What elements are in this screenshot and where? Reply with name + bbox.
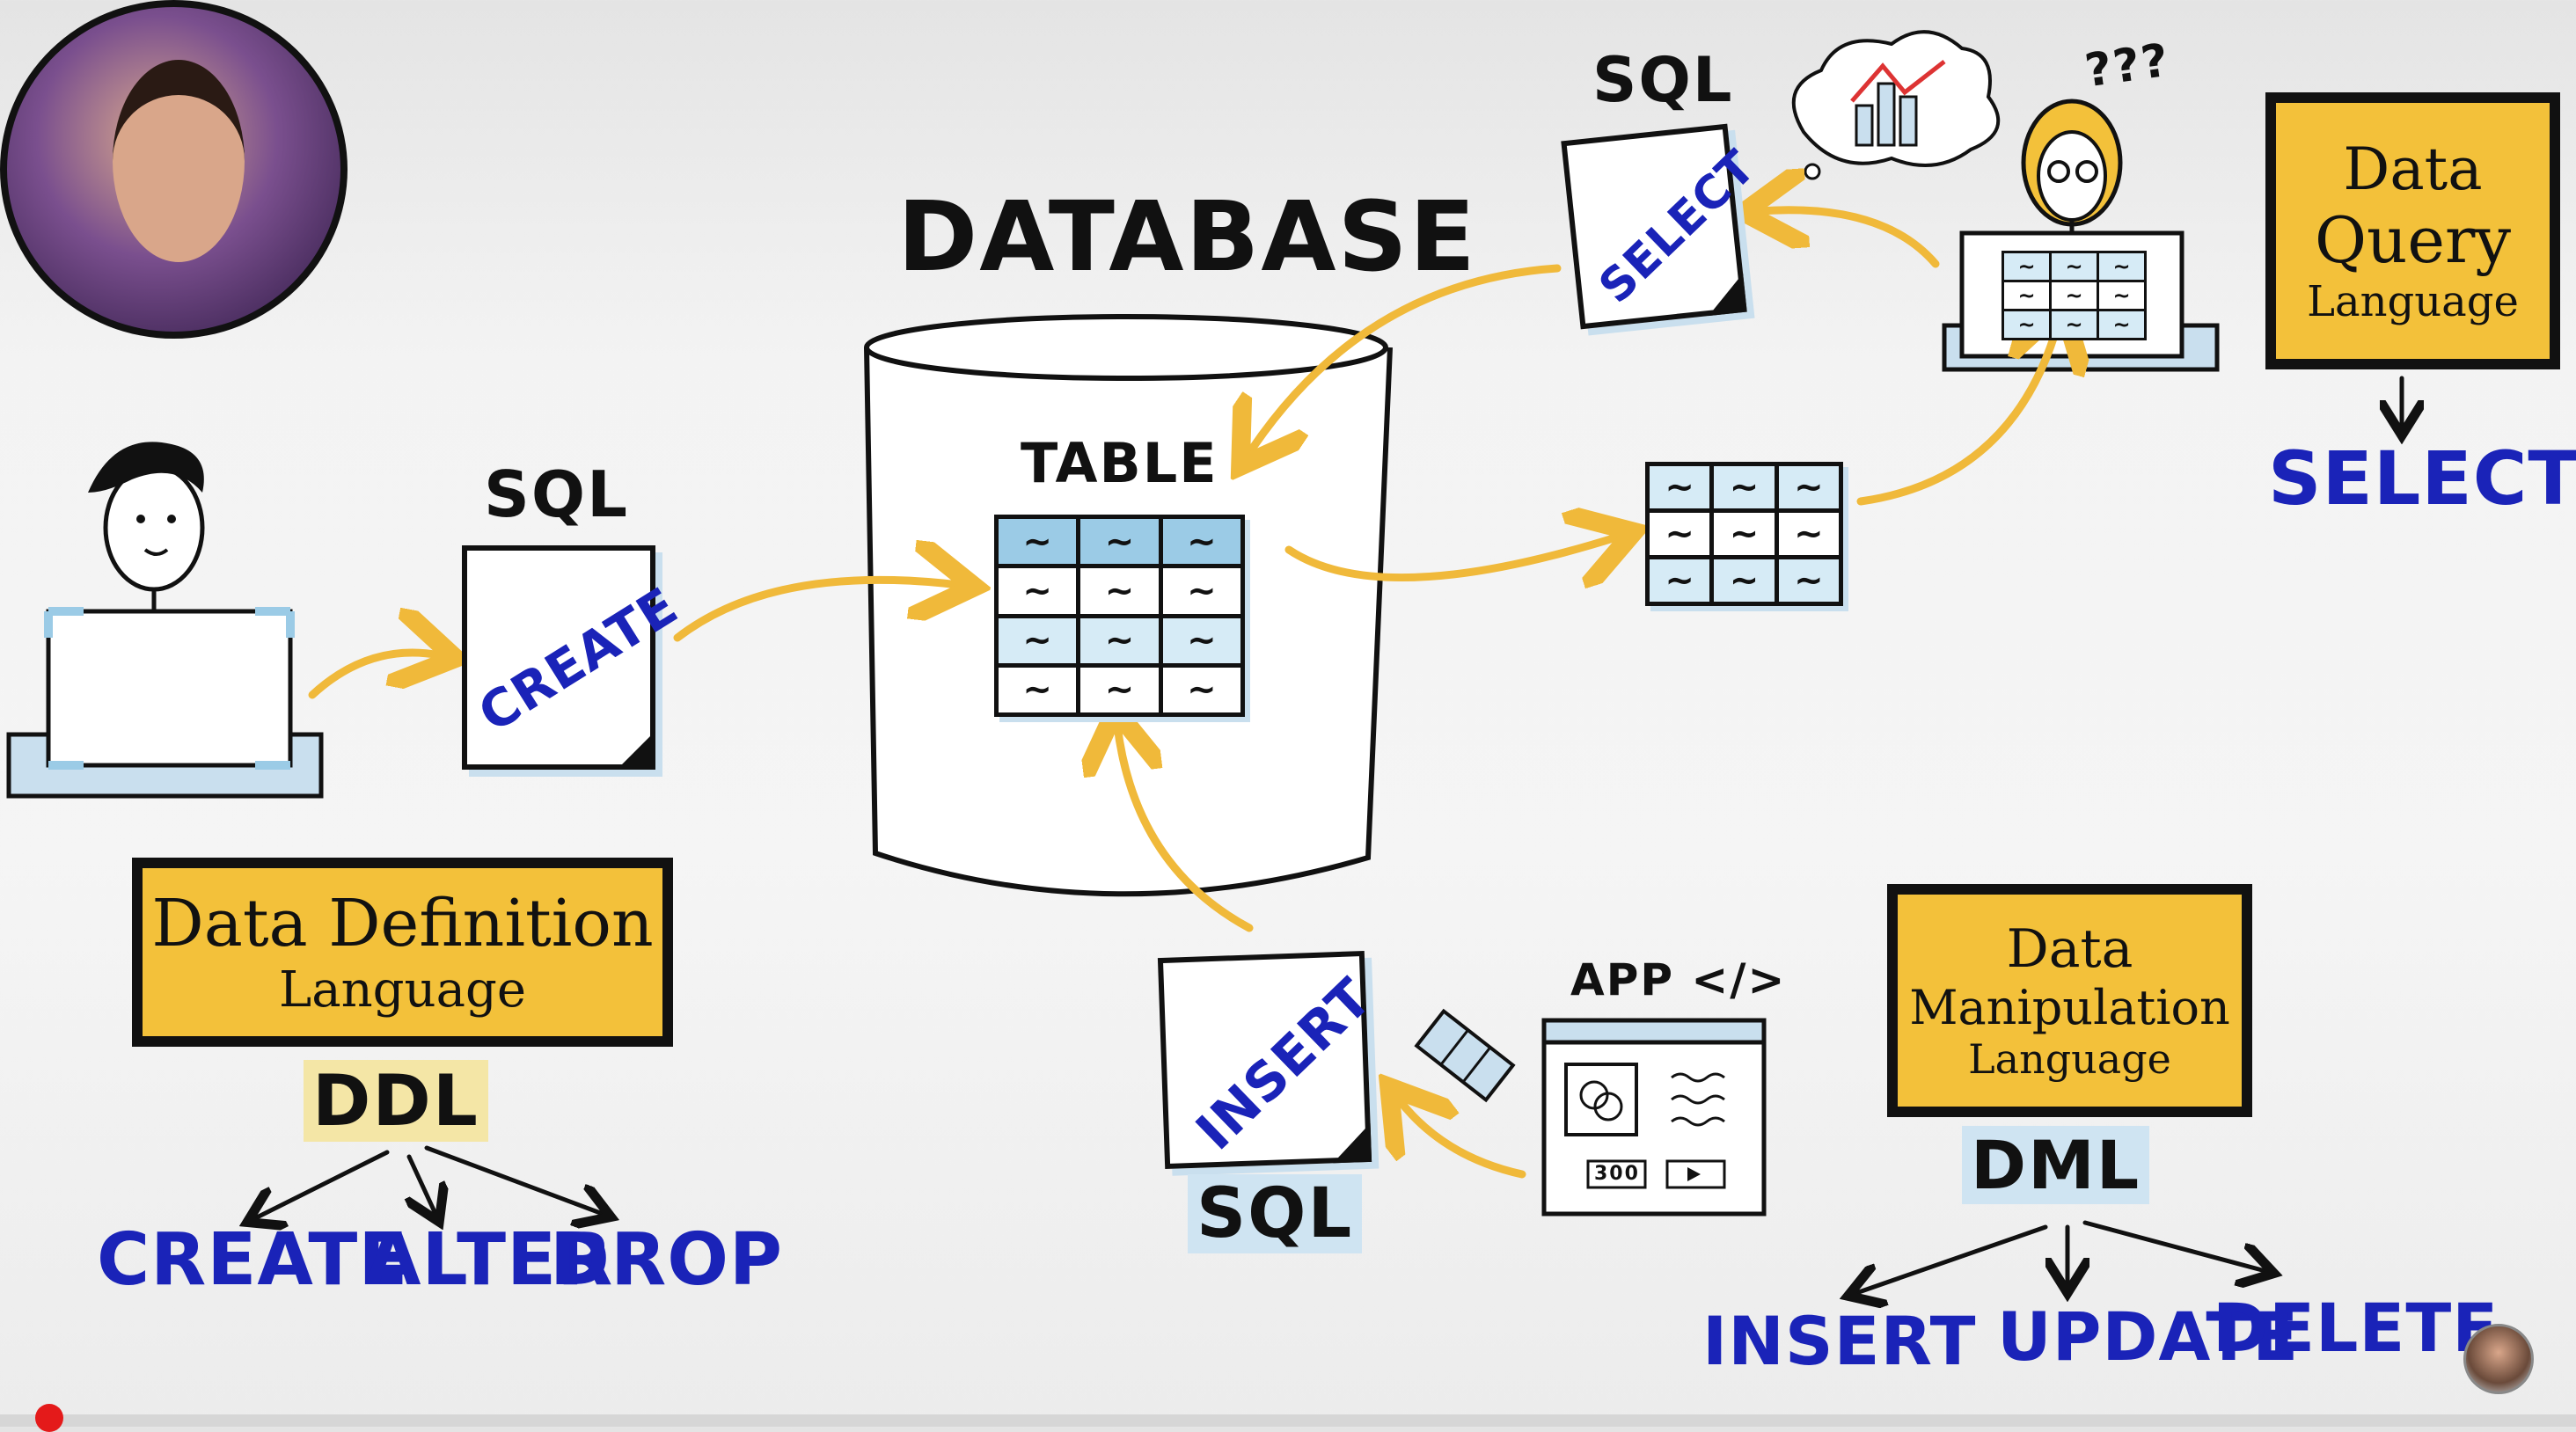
dml-box-line1: Data (2006, 918, 2133, 980)
dml-command-update: UPDATE (1997, 1297, 2300, 1376)
price-label: 300 (1594, 1163, 1640, 1185)
database-title: DATABASE (897, 180, 1477, 293)
sql-create-paper: CREATE (462, 545, 688, 770)
ddl-abbr: DDL (304, 1060, 488, 1142)
dml-box-line3: Language (1968, 1035, 2171, 1083)
ddl-command-drop: DROP (550, 1218, 784, 1302)
result-table: ~~~ ~~~ ~~~ (1644, 462, 1844, 606)
app-window-drawing (1541, 1018, 1767, 1216)
dml-command-insert: INSERT (1702, 1302, 1977, 1380)
laptop-left-drawing (6, 442, 324, 799)
table-label: TABLE (1021, 431, 1218, 495)
laptop-screen-table: ~~~ ~~~ ~~~ (2002, 251, 2147, 340)
video-progress-track[interactable] (0, 1414, 2576, 1427)
dml-command-delete: DELETE (2213, 1289, 2499, 1367)
dql-box-line3: Language (2307, 277, 2519, 326)
ddl-command-create: CREATE (97, 1218, 409, 1302)
presenter-webcam (0, 0, 348, 339)
video-progress-handle[interactable] (35, 1404, 63, 1432)
dql-box: Data Query Language (2265, 92, 2560, 369)
main-table: ~~~ ~~~ ~~~ ~~~ (993, 514, 1246, 718)
dql-box-line2: Query (2314, 203, 2512, 277)
sql-label-select: SQL (1592, 44, 1734, 116)
flow-arrows (308, 210, 2059, 1179)
ddl-box-line1: Data Definition (151, 886, 654, 961)
app-label: APP </> (1570, 954, 1787, 1005)
thought-cloud-drawing (1791, 30, 2001, 180)
data-strip-drawing (1414, 1008, 1516, 1103)
ddl-box-line2: Language (279, 961, 526, 1019)
sql-label-insert: SQL (1188, 1174, 1363, 1253)
dql-command-select: SELECT (2268, 435, 2576, 522)
channel-avatar[interactable] (2463, 1324, 2534, 1394)
sql-select-paper: SELECT (1561, 123, 1766, 330)
dml-box: Data Manipulation Language (1887, 884, 2252, 1117)
dql-box-line1: Data (2343, 135, 2483, 203)
sql-insert-paper: INSERT (1157, 950, 1384, 1170)
presenter-head (113, 60, 245, 262)
create-statement: CREATE (468, 575, 689, 744)
ddl-box: Data Definition Language (132, 858, 673, 1047)
dml-abbr: DML (1962, 1126, 2150, 1204)
ddl-command-alter: ALTER (365, 1218, 614, 1302)
sql-label-create: SQL (484, 457, 629, 531)
dml-box-line2: Manipulation (1909, 980, 2230, 1035)
